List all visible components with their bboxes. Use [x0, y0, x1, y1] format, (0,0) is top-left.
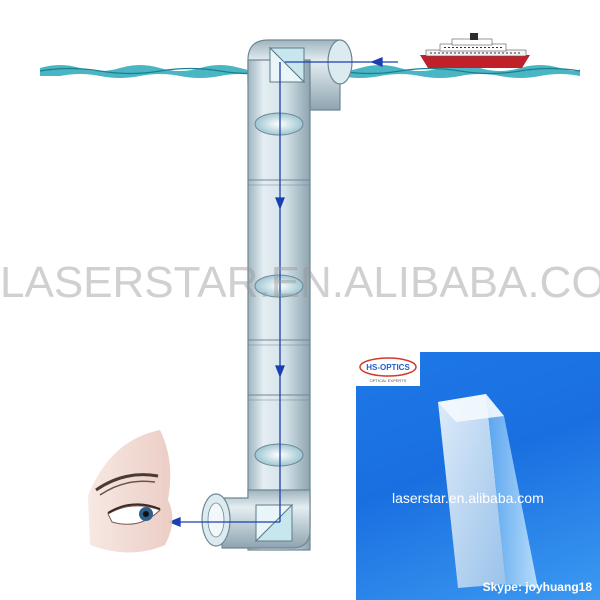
eye-icon	[88, 430, 173, 553]
prism-icon	[438, 394, 538, 588]
lens-upper	[254, 112, 304, 136]
ray-arrow-1	[370, 57, 383, 67]
hs-optics-logo: HS-OPTICS OPTICAL EXPERTS	[356, 352, 420, 386]
top-prism	[268, 46, 306, 84]
ship-icon	[420, 33, 530, 68]
ray-arrow-2	[275, 197, 285, 210]
logo-text: HS-OPTICS	[366, 363, 410, 372]
lens-middle	[254, 274, 304, 298]
product-photo-inset: HS-OPTICS OPTICAL EXPERTS laserstar.en.a…	[356, 352, 600, 600]
light-ray	[168, 57, 398, 527]
lens-lower	[254, 443, 304, 467]
inset-skype-text: Skype: joyhuang18	[482, 580, 592, 594]
inset-url-text: laserstar.en.alibaba.com	[392, 490, 544, 506]
ray-arrow-3	[275, 365, 285, 378]
logo-subtext: OPTICAL EXPERTS	[370, 378, 407, 383]
ray-arrow-4	[168, 517, 181, 527]
bottom-prism	[254, 503, 294, 543]
